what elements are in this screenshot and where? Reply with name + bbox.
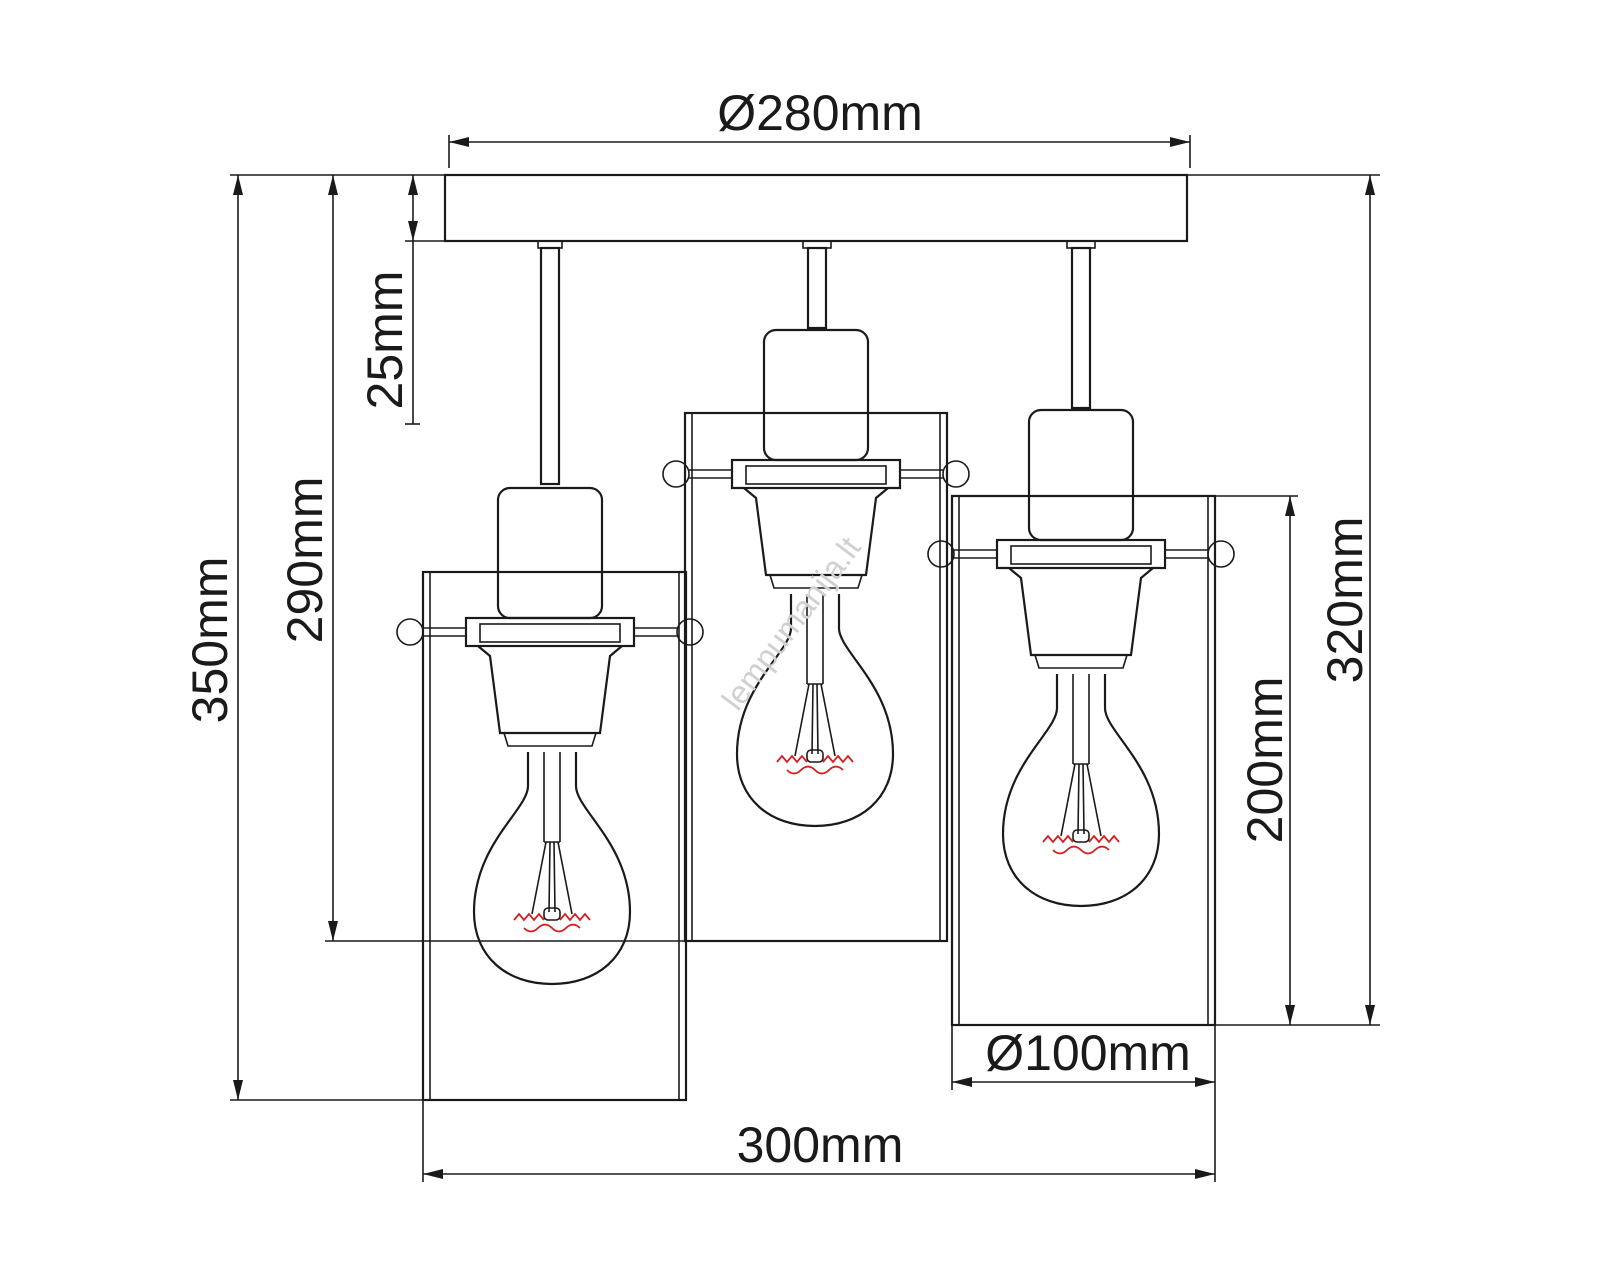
- pendant-right: [926, 240, 1236, 1027]
- dim-shade-height: 200mm: [1215, 495, 1298, 1025]
- dim-height-right-label: 320mm: [1317, 517, 1373, 684]
- dim-height-middle-label: 290mm: [277, 477, 333, 644]
- pendant-left: [395, 240, 705, 1102]
- dim-height-right: 320mm: [1215, 175, 1380, 1026]
- pendant-middle: [661, 240, 971, 943]
- dim-height-total: 350mm: [182, 175, 423, 1101]
- dim-total-width: 300mm: [422, 1090, 1216, 1182]
- watermark: lempumanija.lt: [715, 530, 868, 717]
- bulb-right: [1001, 672, 1161, 908]
- shade-middle: [683, 411, 949, 943]
- shade-left: [421, 570, 688, 1102]
- bulb-left: [472, 750, 632, 986]
- canopy: [443, 173, 1189, 243]
- shade-right: [950, 494, 1217, 1027]
- dim-canopy-height-label: 25mm: [357, 271, 413, 410]
- dim-height-total-label: 350mm: [182, 557, 238, 724]
- dim-shade-diameter: Ø100mm: [951, 1025, 1216, 1090]
- dim-height-middle: 290mm: [277, 175, 685, 942]
- dim-canopy-height: 25mm: [357, 175, 420, 425]
- dim-canopy-diameter-label: Ø280mm: [717, 85, 923, 141]
- dim-canopy-diameter: Ø280mm: [448, 85, 1191, 168]
- dim-total-width-label: 300mm: [737, 1117, 904, 1173]
- dim-shade-diameter-label: Ø100mm: [985, 1025, 1191, 1081]
- dim-shade-height-label: 200mm: [1237, 677, 1293, 844]
- bulb-middle: [735, 592, 895, 828]
